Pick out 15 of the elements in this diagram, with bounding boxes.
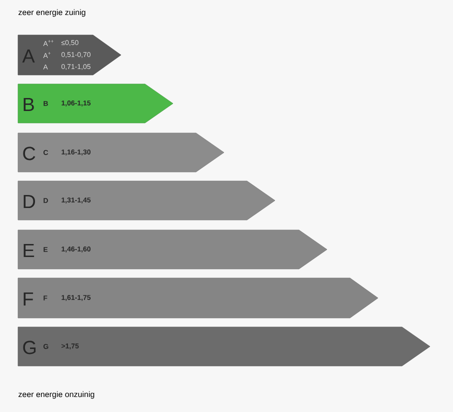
- rating-band: [18, 278, 378, 318]
- rating-band: [18, 84, 174, 124]
- class-letter: D: [24, 194, 36, 208]
- class-letter: G: [23, 340, 36, 354]
- scale-note: zeer energie onzuinig: [18, 391, 94, 399]
- rating-band: [18, 230, 328, 270]
- class-letter: F: [24, 292, 34, 306]
- class-letter: E: [24, 244, 34, 258]
- scale-note: zeer energie zuinig: [18, 9, 86, 17]
- rating-band: [18, 34, 122, 76]
- class-letter: C: [23, 146, 36, 160]
- rating-band: [18, 326, 430, 366]
- class-letter: B: [24, 98, 34, 112]
- rating-band: [18, 180, 276, 220]
- rating-band: [18, 132, 224, 172]
